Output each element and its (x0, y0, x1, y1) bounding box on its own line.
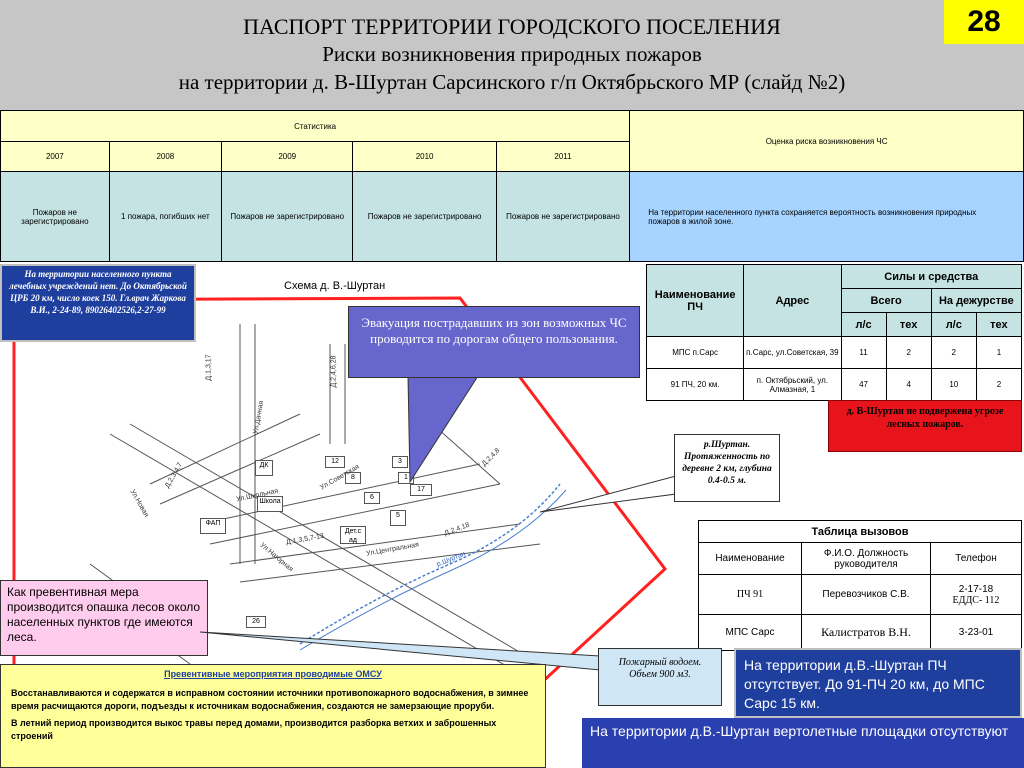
calls-row-person: Калистратов В.Н. (801, 614, 931, 651)
map-building: 6 (364, 492, 380, 504)
forces-row-value: 11 (840, 336, 887, 369)
village-map: Схема д. В.-Шуртан ДК 12 3 8 1 17 6 Школ… (0, 264, 700, 684)
forces-table: Наименование ПЧ Адрес Силы и средства Вс… (645, 264, 1023, 401)
forces-col-duty: На дежурстве (930, 288, 1023, 313)
forces-row-address: п.Сарс, ул.Советская, 39 (743, 336, 842, 369)
evacuation-callout: Эвакуация пострадавших из зон возможных … (348, 306, 640, 378)
forces-row-address: п. Октябрьский, ул. Алмазная, 1 (743, 368, 842, 401)
stat-value-cell: Пожаров не зарегистрировано (220, 171, 354, 262)
house-number-label: Д.2,4,6,28 (330, 355, 338, 388)
calls-col-phone: Телефон (930, 542, 1022, 575)
forces-row-name: МПС п.Сарс (645, 336, 745, 369)
no-helipad-note: На территории д.В.-Шуртан вертолетные пл… (582, 718, 1024, 768)
stat-value-cell: 1 пожара, погибших нет (108, 171, 223, 262)
forces-col-tech: тех (885, 312, 932, 337)
firebreak-note: Как превентивная мера производится опашк… (0, 580, 208, 656)
map-drawing (12, 296, 668, 684)
map-building: 3 (392, 456, 408, 468)
year-cell: 2011 (495, 141, 631, 172)
forces-col-ls: л/с (840, 312, 887, 337)
map-building: 17 (410, 484, 432, 496)
header-band (0, 0, 1024, 110)
house-number-label: Д.1,3,17 (205, 354, 213, 381)
calls-table-title: Таблица вызовов (698, 520, 1022, 543)
calls-row-phone-main: 2-17-18 (958, 583, 994, 595)
settlement-boundary (13, 296, 668, 684)
calls-row-name: МПС Сарс (698, 614, 802, 651)
forces-col-address: Адрес (743, 264, 842, 337)
medical-facility-note: На территории населенного пункта лечебны… (0, 264, 196, 342)
calls-table: Таблица вызовов Наименование Ф.И.О. Долж… (698, 520, 1022, 651)
statistics-table: Статистика Оценка риска возникновения ЧС… (0, 110, 1024, 262)
river-callout-pointer (540, 475, 677, 513)
forest-fire-note: д. В-Шуртан не подвержена угрозе лесных … (828, 400, 1022, 452)
forces-row-value: 2 (975, 368, 1023, 401)
map-building: 8 (345, 472, 361, 484)
title-line-2: Риски возникновения природных пожаров (322, 42, 702, 66)
forces-row-value: 1 (975, 336, 1023, 369)
map-building: 26 (246, 616, 266, 628)
preventive-measures-box: Превентивные мероприятия проводимые ОМСУ… (0, 664, 546, 768)
pond-callout: Пожарный водоем. Объем 900 м3. (598, 648, 722, 706)
stat-value-cell: Пожаров не зарегистрировано (0, 171, 110, 262)
forces-row-value: 47 (840, 368, 887, 401)
forces-row-value: 4 (885, 368, 932, 401)
year-cell: 2010 (352, 141, 497, 172)
map-building-fap: ФАП (200, 518, 226, 534)
forces-col-forces: Силы и средства (840, 264, 1022, 289)
title-line-3: на территории д. В-Шуртан Сарсинского г/… (178, 70, 846, 94)
river-line (299, 483, 561, 645)
pond-callout-pointer (200, 631, 600, 671)
slide-number-badge: 28 (944, 0, 1024, 44)
river-callout: р.Шуртан. Протяженность по деревне 2 км,… (674, 434, 780, 502)
forces-row-value: 2 (885, 336, 932, 369)
map-building-school: Школа (257, 496, 283, 512)
no-fire-station-note: На территории д.В.-Шуртан ПЧ отсутствует… (734, 648, 1022, 718)
map-building: 5 (390, 510, 406, 526)
map-title: Схема д. В.-Шуртан (284, 280, 386, 292)
river-line-2 (299, 489, 567, 651)
forces-row-value: 2 (930, 336, 977, 369)
stat-group-header: Статистика (0, 110, 631, 142)
stat-value-cell: Пожаров не зарегистрировано (495, 171, 631, 262)
measures-paragraph-1: Восстанавливаются и содержатся в исправн… (11, 688, 529, 711)
forces-col-tech: тех (975, 312, 1023, 337)
calls-col-name: Наименование (698, 542, 802, 575)
calls-row-phone: 3-23-01 (930, 614, 1022, 651)
year-cell: 2009 (220, 141, 354, 172)
stat-value-cell: Пожаров не зарегистрировано (352, 171, 497, 262)
calls-row-person: Перевозчиков С.В. (801, 574, 931, 615)
risk-header: Оценка риска возникновения ЧС (629, 110, 1024, 172)
forces-row-value: 10 (930, 368, 977, 401)
calls-row-phone: 2-17-18 ЕДДС- 112 (930, 574, 1022, 615)
risk-text-cell: На территории населенного пункта сохраня… (629, 171, 1024, 262)
year-cell: 2007 (0, 141, 110, 172)
measures-title: Превентивные мероприятия проводимые ОМСУ (164, 669, 382, 679)
calls-col-person: Ф.И.О. Должность руководителя (801, 542, 931, 575)
title-line-1: ПАСПОРТ ТЕРРИТОРИИ ГОРОДСКОГО ПОСЕЛЕНИЯ (243, 14, 781, 39)
map-building: 12 (325, 456, 345, 468)
map-building-dk: ДК (255, 460, 273, 476)
forces-row-name: 91 ПЧ, 20 км. (645, 368, 745, 401)
map-building-kindergarten: Дет.с ад (340, 526, 366, 544)
measures-paragraph-2: В летний период производится выкос травы… (11, 718, 497, 741)
forces-col-name: Наименование ПЧ (645, 264, 745, 337)
forces-col-ls: л/с (930, 312, 977, 337)
forces-col-total: Всего (840, 288, 932, 313)
year-cell: 2008 (108, 141, 223, 172)
calls-row-phone-extra: ЕДДС- 112 (952, 594, 1000, 606)
calls-row-name: ПЧ 91 (698, 574, 802, 615)
